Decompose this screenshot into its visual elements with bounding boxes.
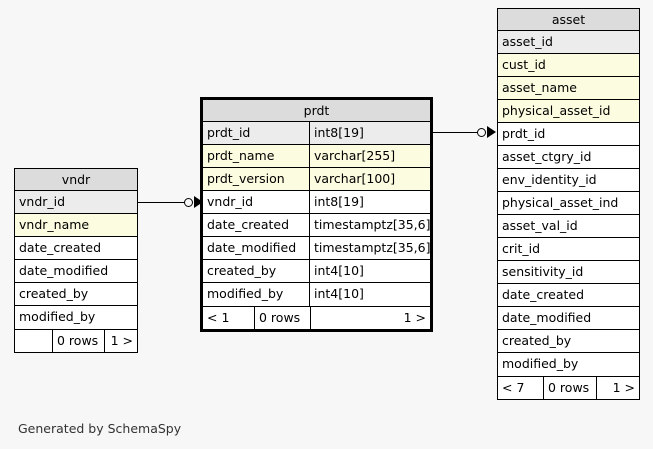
column-name: asset_val_id <box>502 218 578 233</box>
column-name: crit_id <box>502 241 541 256</box>
table-row[interactable]: physical_asset_ind <box>498 192 639 215</box>
table-row[interactable]: prdt_id int8[19] <box>203 122 430 145</box>
column-name: date_created <box>502 287 585 302</box>
column-name: physical_asset_id <box>502 103 611 118</box>
table-row[interactable]: prdt_id <box>498 123 639 146</box>
column-name: prdt_name <box>207 148 275 163</box>
column-type: timestamptz[35,6] <box>309 237 430 259</box>
table-row[interactable]: asset_ctgry_id <box>498 146 639 169</box>
next-page-button[interactable]: 1 > <box>612 380 635 395</box>
relationship-vndr-to-prdt <box>137 195 203 211</box>
column-type: int4[10] <box>309 283 430 306</box>
table-row[interactable]: cust_id <box>498 54 639 77</box>
table-row[interactable]: asset_name <box>498 77 639 100</box>
table-row[interactable]: asset_val_id <box>498 215 639 238</box>
table-row[interactable]: date_created <box>498 284 639 307</box>
next-page-button[interactable]: 1 > <box>110 333 133 348</box>
column-name: created_by <box>207 263 277 278</box>
next-page-button[interactable]: 1 > <box>403 310 426 325</box>
column-type: int4[10] <box>309 260 430 282</box>
column-name: asset_ctgry_id <box>502 149 592 164</box>
column-name: date_created <box>207 217 290 232</box>
column-name: sensitivity_id <box>502 264 584 279</box>
table-row[interactable]: date_modified timestamptz[35,6] <box>203 237 430 260</box>
column-name: env_identity_id <box>502 172 597 187</box>
prev-page-button[interactable]: < 1 <box>203 307 255 329</box>
column-type: int8[19] <box>309 191 430 213</box>
table-row[interactable]: crit_id <box>498 238 639 261</box>
column-name: date_created <box>19 240 102 255</box>
column-name: prdt_version <box>207 171 285 186</box>
relationship-line <box>432 132 479 133</box>
relationship-line <box>137 202 186 203</box>
column-type: varchar[255] <box>309 145 430 167</box>
relationship-crowsfoot-arrow <box>487 126 496 138</box>
table-row[interactable]: created_by int4[10] <box>203 260 430 283</box>
relationship-endpoint-circle <box>184 198 193 207</box>
table-row[interactable]: created_by <box>15 283 137 306</box>
column-name: cust_id <box>502 57 546 72</box>
column-name: modified_by <box>207 286 284 301</box>
table-row[interactable]: prdt_version varchar[100] <box>203 168 430 191</box>
table-row[interactable]: vndr_id <box>15 191 137 214</box>
table-row[interactable]: modified_by <box>15 306 137 329</box>
table-row[interactable]: date_modified <box>498 307 639 330</box>
table-row[interactable]: physical_asset_id <box>498 100 639 123</box>
table-asset-footer: < 7 0 rows 1 > <box>498 376 639 399</box>
generated-by-caption: Generated by SchemaSpy <box>18 421 182 436</box>
table-asset[interactable]: asset asset_id cust_id asset_name physic… <box>497 8 640 400</box>
column-name: date_modified <box>207 240 297 255</box>
relationship-crowsfoot-arrow <box>194 196 203 208</box>
row-count-label: 0 rows <box>544 377 597 399</box>
relationship-prdt-to-asset <box>432 125 498 141</box>
prev-page-button[interactable]: < 7 <box>498 377 544 399</box>
table-row[interactable]: env_identity_id <box>498 169 639 192</box>
column-name: created_by <box>502 333 572 348</box>
table-prdt[interactable]: prdt prdt_id int8[19] prdt_name varchar[… <box>200 97 433 332</box>
column-type: varchar[100] <box>309 168 430 190</box>
table-vndr[interactable]: vndr vndr_id vndr_name date_created date… <box>14 168 138 353</box>
column-name: prdt_id <box>502 126 546 141</box>
table-row[interactable]: vndr_id int8[19] <box>203 191 430 214</box>
column-type: timestamptz[35,6] <box>309 214 430 236</box>
table-row[interactable]: created_by <box>498 330 639 353</box>
column-type: int8[19] <box>309 122 430 144</box>
table-row[interactable]: modified_by int4[10] <box>203 283 430 306</box>
column-name: modified_by <box>502 356 579 371</box>
column-name: vndr_id <box>207 194 254 209</box>
table-row[interactable]: sensitivity_id <box>498 261 639 284</box>
table-prdt-title: prdt <box>203 100 430 122</box>
prev-page-button[interactable] <box>15 330 53 352</box>
table-row[interactable]: asset_id <box>498 31 639 54</box>
relationship-endpoint-circle <box>477 128 486 137</box>
table-asset-columns: asset_id cust_id asset_name physical_ass… <box>498 31 639 376</box>
column-name: prdt_id <box>207 125 251 140</box>
column-name: vndr_name <box>19 217 90 232</box>
column-name: asset_id <box>502 34 553 49</box>
table-vndr-footer: 0 rows 1 > <box>15 329 137 352</box>
table-prdt-footer: < 1 0 rows 1 > <box>203 306 430 329</box>
row-count-label: 0 rows <box>255 307 311 329</box>
column-name: date_modified <box>19 263 109 278</box>
table-row[interactable]: vndr_name <box>15 214 137 237</box>
table-row[interactable]: prdt_name varchar[255] <box>203 145 430 168</box>
column-name: created_by <box>19 286 89 301</box>
table-asset-title: asset <box>498 9 639 31</box>
table-prdt-columns: prdt_id int8[19] prdt_name varchar[255] … <box>203 122 430 306</box>
table-vndr-columns: vndr_id vndr_name date_created date_modi… <box>15 191 137 329</box>
table-row[interactable]: date_created <box>15 237 137 260</box>
column-name: vndr_id <box>19 194 66 209</box>
column-name: modified_by <box>19 309 96 324</box>
table-row[interactable]: date_created timestamptz[35,6] <box>203 214 430 237</box>
table-row[interactable]: modified_by <box>498 353 639 376</box>
row-count-label: 0 rows <box>53 330 105 352</box>
table-vndr-title: vndr <box>15 169 137 191</box>
table-row[interactable]: date_modified <box>15 260 137 283</box>
column-name: physical_asset_ind <box>502 195 619 210</box>
column-name: asset_name <box>502 80 577 95</box>
column-name: date_modified <box>502 310 592 325</box>
